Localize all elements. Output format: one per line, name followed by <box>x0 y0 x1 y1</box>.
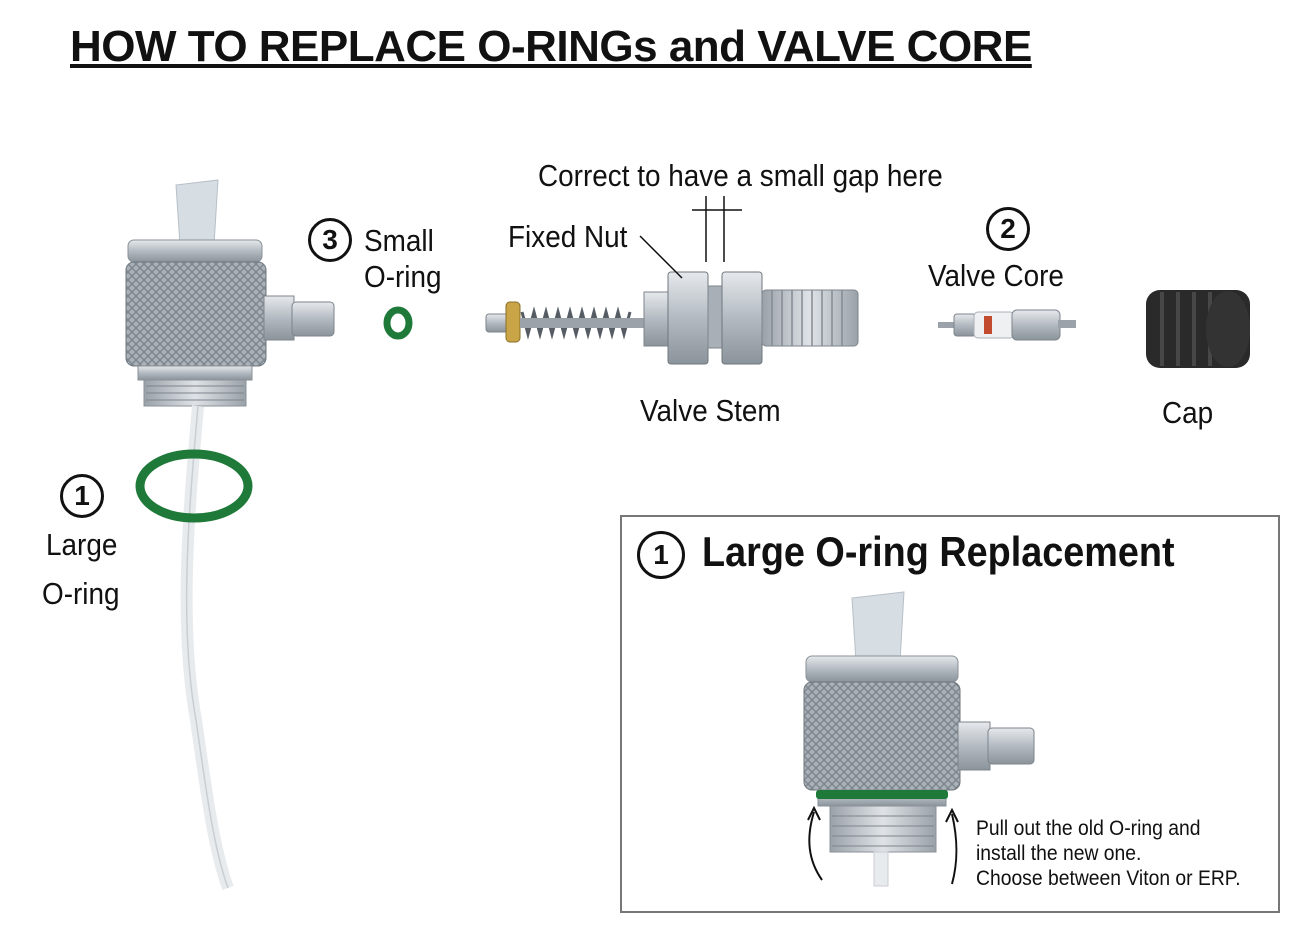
inset-adapter <box>803 591 1035 887</box>
page-title: HOW TO REPLACE O-RINGs and VALVE CORE <box>70 22 1032 71</box>
inset-note-line-2: install the new one. <box>976 842 1142 865</box>
small-oring <box>383 306 413 340</box>
valve-core-part <box>938 309 1076 341</box>
valve-stem-label: Valve Stem <box>640 393 781 428</box>
step-2-badge: 2 <box>986 207 1030 251</box>
step-3-badge: 3 <box>308 218 352 262</box>
fixed-nut-label: Fixed Nut <box>508 219 628 254</box>
large-oring-label-1: Large <box>46 527 118 562</box>
inset-arrows <box>807 805 959 885</box>
gap-marker <box>692 196 742 262</box>
cap-part <box>1146 290 1250 368</box>
fixed-nut-leader <box>639 235 683 279</box>
step-1-badge: 1 <box>60 474 104 518</box>
large-oring-label-2: O-ring <box>42 576 120 611</box>
inset-step-badge: 1 <box>637 531 685 579</box>
gap-note: Correct to have a small gap here <box>538 158 943 193</box>
cap-label: Cap <box>1162 395 1214 430</box>
inset-note-line-3: Choose between Viton or ERP. <box>976 867 1241 890</box>
tube-edge <box>185 405 229 889</box>
adapter-body <box>125 179 335 407</box>
small-oring-label-1: Small <box>364 223 434 258</box>
inset-note: Pull out the old O-ring and install the … <box>976 816 1241 891</box>
small-oring-label-2: O-ring <box>364 259 442 294</box>
valve-stem <box>485 271 859 365</box>
inset-title: Large O-ring Replacement <box>702 528 1175 575</box>
large-oring <box>135 449 253 523</box>
inset-panel <box>620 515 1280 913</box>
valve-core-label: Valve Core <box>928 258 1064 293</box>
inset-note-line-1: Pull out the old O-ring and <box>976 817 1201 840</box>
